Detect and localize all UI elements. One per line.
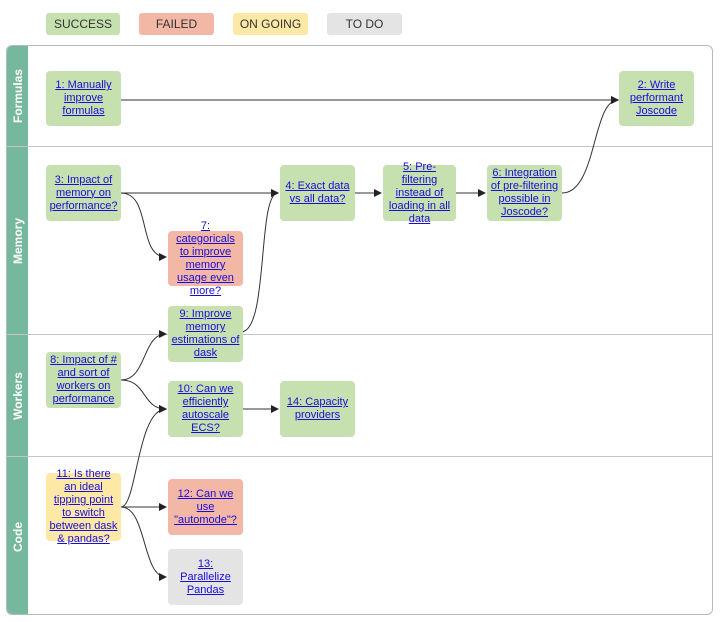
card-7[interactable]: 7: categoricals to improve memory usage …: [168, 220, 243, 297]
lane-header-formulas: Formulas: [7, 46, 28, 146]
card-2[interactable]: 2: Write performant Joscode: [619, 71, 694, 126]
lane-header-memory: Memory: [7, 147, 28, 334]
card-13-link[interactable]: 13: Parallelize Pandas: [180, 557, 231, 596]
connector-3-to-7: [120, 192, 167, 261]
card-1[interactable]: 1: Manually improve formulas: [46, 71, 121, 126]
card-2-link[interactable]: 2: Write performant Joscode: [629, 79, 684, 117]
card-11[interactable]: 11: Is there an ideal tipping point to s…: [46, 468, 121, 545]
card-3-link[interactable]: 3: Impact of memory on performance?: [49, 173, 118, 212]
card-3[interactable]: 3: Impact of memory on performance?: [46, 165, 121, 221]
lane-divider: [7, 146, 712, 147]
connector-11-to-13: [120, 506, 167, 581]
card-6[interactable]: 6: Integration of pre-filtering possible…: [487, 165, 562, 221]
connector-8-to-10: [120, 379, 167, 413]
legend-ongoing: ON GOING: [233, 13, 308, 35]
card-4[interactable]: 4: Exact data vs all data?: [280, 165, 355, 221]
card-4-link[interactable]: 4: Exact data vs all data?: [285, 180, 350, 205]
card-12[interactable]: 12: Can we use "automode"?: [168, 479, 243, 535]
card-5-link[interactable]: 5: Pre-filtering instead of loading in a…: [388, 160, 451, 225]
legend-success: SUCCESS: [46, 13, 120, 35]
lane-header-code: Code: [7, 457, 28, 614]
card-8[interactable]: 8: Impact of # and sort of workers on pe…: [46, 352, 121, 408]
card-5[interactable]: 5: Pre-filtering instead of loading in a…: [383, 161, 456, 225]
lane-header-workers: Workers: [7, 335, 28, 456]
card-9-link[interactable]: 9: Improve memory estimations of dask: [171, 308, 240, 359]
card-7-link[interactable]: 7: categoricals to improve memory usage …: [176, 219, 235, 297]
card-14[interactable]: 14: Capacity providers: [280, 381, 355, 437]
card-10-link[interactable]: 10: Can we efficiently autoscale ECS?: [177, 383, 234, 434]
card-14-link[interactable]: 14: Capacity providers: [286, 396, 349, 421]
swimlane-board: Formulas Memory Workers Code: [6, 45, 713, 615]
legend-todo: TO DO: [327, 13, 402, 35]
card-12-link[interactable]: 12: Can we use "automode"?: [174, 487, 237, 526]
lane-divider: [7, 456, 712, 457]
card-11-link[interactable]: 11: Is there an ideal tipping point to s…: [49, 468, 118, 545]
card-9[interactable]: 9: Improve memory estimations of dask: [168, 306, 243, 362]
card-6-link[interactable]: 6: Integration of pre-filtering possible…: [490, 167, 559, 218]
connector-9-to-4: [240, 189, 279, 333]
card-8-link[interactable]: 8: Impact of # and sort of workers on pe…: [50, 354, 117, 405]
connector-6-to-2: [561, 96, 619, 194]
card-1-link[interactable]: 1: Manually improve formulas: [55, 79, 112, 117]
connector-8-to-9: [120, 330, 167, 381]
legend-failed: FAILED: [139, 13, 214, 35]
connector-layer: [120, 96, 619, 581]
card-13[interactable]: 13: Parallelize Pandas: [168, 549, 243, 605]
connector-11-to-10: [120, 405, 167, 508]
card-10[interactable]: 10: Can we efficiently autoscale ECS?: [168, 381, 243, 437]
lane-divider: [7, 334, 712, 335]
